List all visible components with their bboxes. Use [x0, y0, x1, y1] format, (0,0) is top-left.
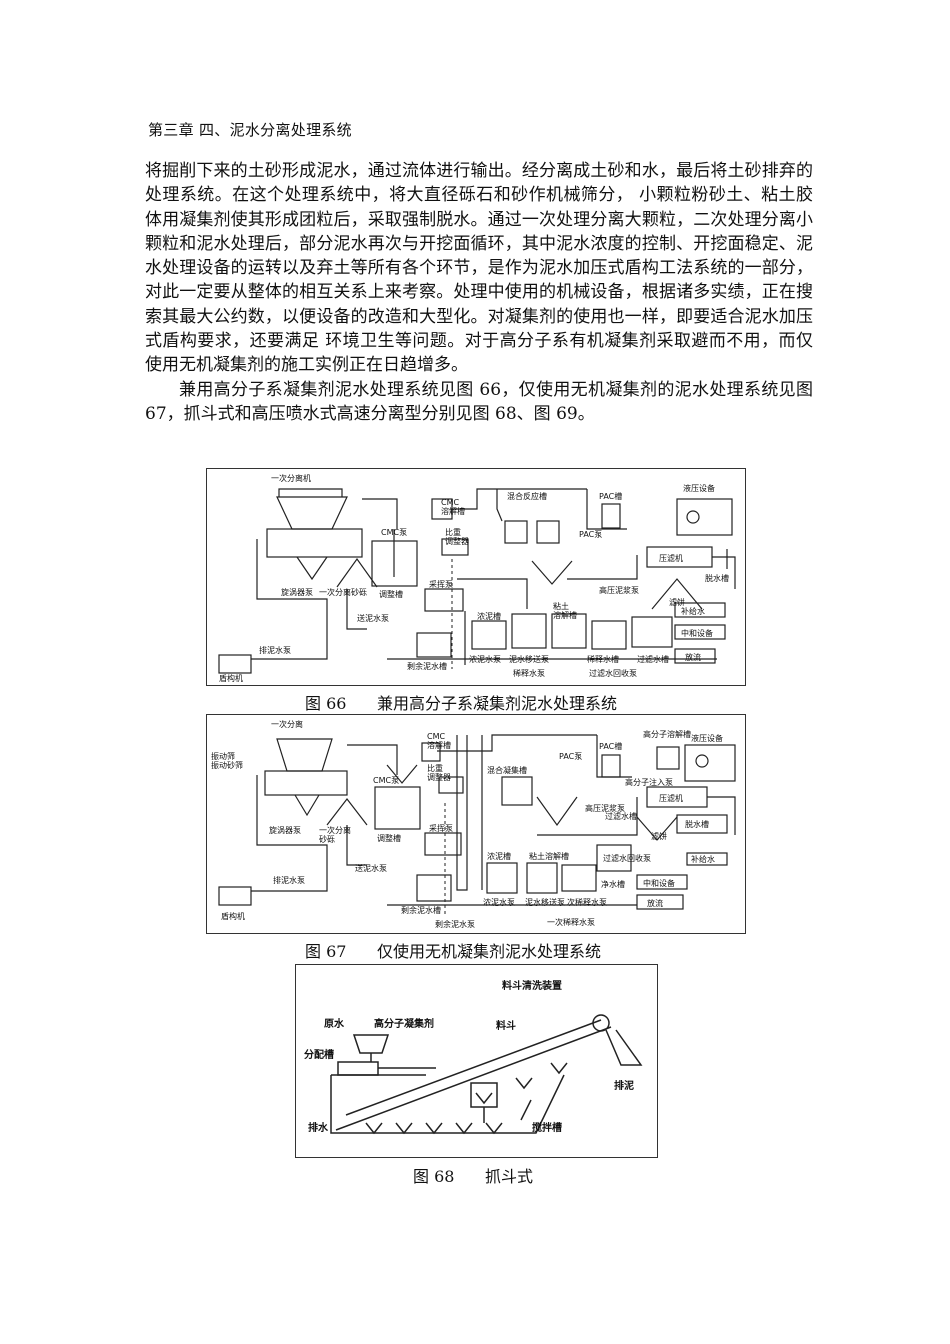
f66-discharge-pump: 排泥水泵 [259, 645, 291, 655]
f66-clay-tank: 粘土溶解槽 [553, 601, 577, 620]
f66-pac-tank: PAC槽 [599, 491, 622, 501]
f67-return-pump: 送泥水泵 [355, 863, 387, 873]
f66-conc-pump: 浓泥水泵 [469, 654, 501, 664]
f67-cyclone-pump: 旋涡器泵 [269, 825, 301, 835]
figure-68-diagram: 料斗清洗装置 原水 高分子凝集剂 料斗 分配槽 排泥 排水 搅拌槽 [295, 964, 658, 1158]
f67-conc-pump: 浓泥水泵 [483, 897, 515, 907]
f67-conc-tank: 浓泥槽 [487, 851, 511, 861]
f66-primary-sep: 一次分离机 [271, 473, 311, 483]
f67-polymer-tank: 高分子溶解槽 [643, 729, 691, 739]
f67-filtrate-pump: 过滤水回收泵 [603, 853, 651, 863]
f67-mud-pump: 采挥泵 [429, 823, 453, 833]
f66-shield: 盾构机 [219, 673, 243, 683]
figure-67-caption: 图 67 仅使用无机凝集剂泥水处理系统 [305, 942, 601, 961]
figure-68-caption: 图 68 抓斗式 [413, 1167, 533, 1186]
f66-hydraulic: 液压设备 [683, 483, 715, 493]
f67-primary-sand: 一次分离砂砾 [319, 825, 351, 844]
f66-discharge: 放流 [685, 652, 701, 662]
f67-mix-tank: 混合凝集槽 [487, 765, 527, 775]
f66-filtrate-tank: 过滤水槽 [637, 654, 669, 664]
f68-stir-tank: 搅拌槽 [532, 1121, 562, 1134]
f67-vib-screen: 振动筛振动砂筛 [211, 751, 243, 770]
f66-cmc-pump: CMC泵 [381, 528, 407, 537]
f67-cake: 滤饼 [651, 831, 667, 841]
f67-discharge: 放流 [647, 898, 663, 908]
f67-filtrate-tank: 过滤水槽 [605, 811, 637, 821]
f66-adjust-tank: 调整槽 [379, 589, 403, 599]
f67-dewater-tank: 脱水槽 [685, 819, 709, 829]
f66-gravity-tank: 比重调整器 [445, 527, 469, 546]
f67-pac-tank: PAC槽 [599, 741, 622, 751]
f68-sludge-out: 排泥 [614, 1079, 634, 1092]
figure-68-svg: 料斗清洗装置 原水 高分子凝集剂 料斗 分配槽 排泥 排水 搅拌槽 [304, 979, 643, 1135]
f66-mix-tank: 混合反应槽 [507, 491, 547, 501]
f67-hp-pump: 高压泥浆泵 [585, 803, 625, 813]
f67-mud-transfer: 泥水移送泵 [525, 897, 565, 907]
f67-primary-pump: 一次稀释水泵 [547, 917, 595, 927]
body-text: 将掘削下来的土砂形成泥水，通过流体进行输出。经分离成土砂和水，最后将土砂排弃的处… [145, 159, 813, 426]
f66-surplus-tank: 剩余泥水槽 [407, 661, 447, 671]
f68-distributor: 分配槽 [304, 1048, 334, 1061]
f66-return-pump: 送泥水泵 [357, 613, 389, 623]
f66-cyclone-pump: 旋涡器泵 [281, 587, 313, 597]
f68-raw-water: 原水 [324, 1017, 345, 1030]
f66-conc-tank: 浓泥槽 [477, 611, 501, 621]
f67-cmc-pump: CMC泵 [373, 776, 399, 785]
f67-filter-press: 压滤机 [659, 793, 683, 803]
f67-clay-tank: 粘土溶解槽 [529, 851, 569, 861]
f66-cake: 滤饼 [669, 597, 685, 607]
f67-gravity-tank: 比重调整器 [427, 763, 451, 782]
f67-clean-tank: 净水槽 [601, 879, 625, 889]
paragraph-1: 将掘削下来的土砂形成泥水，通过流体进行输出。经分离成土砂和水，最后将土砂排弃的处… [145, 161, 813, 376]
figure-66-caption: 图 66 兼用高分子系凝集剂泥水处理系统 [305, 694, 617, 713]
f67-makeup-water: 补给水 [691, 854, 715, 864]
f66-pac-pump: PAC泵 [579, 530, 602, 539]
f67-primary-sep: 一次分离 [271, 719, 303, 729]
f67-polymer-pump: 高分子注入泵 [625, 777, 673, 787]
f67-surplus-pump: 剩余泥水泵 [435, 919, 475, 929]
f66-filter-press: 压滤机 [659, 553, 683, 563]
f66-hp-pump: 高压泥浆泵 [599, 585, 639, 595]
f67-hydraulic: 液压设备 [691, 733, 723, 743]
f67-adjust-tank: 调整槽 [377, 833, 401, 843]
f68-bucket-wash: 料斗清洗装置 [502, 979, 562, 992]
f66-mud-transfer: 泥水移送泵 [509, 654, 549, 664]
f68-bucket: 料斗 [496, 1019, 516, 1032]
f66-dilute-pump: 稀释水泵 [513, 668, 545, 678]
section-heading: 第三章 四、泥水分离处理系统 [148, 121, 352, 139]
f66-neutralize: 中和设备 [681, 628, 713, 638]
f67-discharge-pump: 排泥水泵 [273, 875, 305, 885]
f67-neutralize: 中和设备 [643, 878, 675, 888]
f67-pac-pump: PAC泵 [559, 752, 582, 761]
f68-flocculant: 高分子凝集剂 [374, 1017, 434, 1030]
f66-dilute-tank: 稀释水槽 [587, 654, 619, 664]
f66-primary-sand: 一次分离砂砾 [319, 587, 367, 597]
f66-mud-pump: 采挥泵 [429, 579, 453, 589]
f68-drain: 排水 [308, 1121, 329, 1134]
paragraph-2: 兼用高分子系凝集剂泥水处理系统见图 66，仅使用无机凝集剂的泥水处理系统见图 6… [145, 379, 813, 424]
f67-surplus-tank: 剩余泥水槽 [401, 905, 441, 915]
f67-secondary-pump: 次稀释水泵 [567, 897, 607, 907]
f66-filtrate-pump: 过滤水回收泵 [589, 668, 637, 678]
f66-makeup-water: 补给水 [681, 606, 705, 616]
f67-shield: 盾构机 [221, 911, 245, 921]
f66-dewater-tank: 脱水槽 [705, 573, 729, 583]
